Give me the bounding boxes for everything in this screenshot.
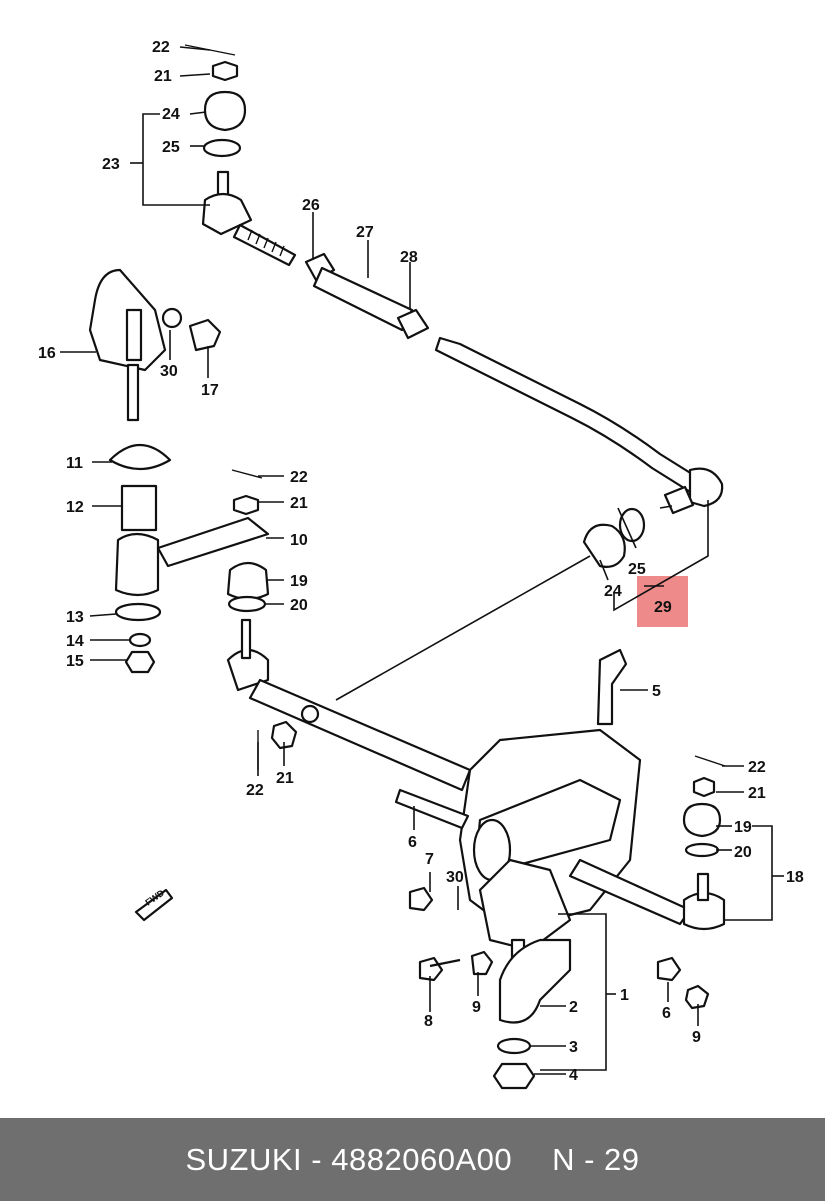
callout-labels: 22 21 24 25 23 26 27 28 16 30 17 11 12 2… bbox=[38, 39, 804, 1084]
tie-rod-end-upper bbox=[184, 44, 297, 267]
callout-30: 30 bbox=[446, 869, 464, 886]
footer-bar: SUZUKI - 4882060A00 N - 29 bbox=[0, 1118, 825, 1201]
idler-arm-assembly bbox=[108, 444, 270, 674]
leader-line-relay bbox=[335, 555, 591, 701]
separator: - bbox=[311, 1141, 323, 1177]
callout-27: 27 bbox=[356, 224, 374, 241]
fwd-arrow-icon: FWD bbox=[134, 887, 174, 922]
callout-22: 22 bbox=[290, 469, 308, 486]
callout-3: 3 bbox=[569, 1039, 578, 1056]
tie-rod-adjuster bbox=[304, 252, 430, 340]
callout-2: 2 bbox=[569, 999, 578, 1016]
callout-14: 14 bbox=[66, 633, 84, 650]
callout-24: 24 bbox=[604, 583, 622, 600]
callout-15: 15 bbox=[66, 653, 84, 670]
callout-28: 28 bbox=[400, 249, 418, 266]
callout-4: 4 bbox=[569, 1067, 578, 1084]
callout-9: 9 bbox=[472, 999, 481, 1016]
callout-19: 19 bbox=[290, 573, 308, 590]
callout-18: 18 bbox=[786, 869, 804, 886]
leader-lines bbox=[60, 46, 784, 1075]
center-link bbox=[434, 336, 724, 515]
callout-20: 20 bbox=[734, 844, 752, 861]
steering-gear-box bbox=[394, 648, 642, 982]
callout-25: 25 bbox=[162, 139, 180, 156]
callout-5: 5 bbox=[652, 683, 661, 700]
drag-link-right bbox=[568, 755, 726, 1010]
callout-6: 6 bbox=[662, 1005, 671, 1022]
callout-1: 1 bbox=[620, 987, 629, 1004]
callout-21: 21 bbox=[748, 785, 766, 802]
diagram-ref: N - 29 bbox=[552, 1141, 640, 1177]
callout-22: 22 bbox=[748, 759, 766, 776]
pitman-arm-assembly bbox=[470, 938, 572, 1090]
callout-22: 22 bbox=[246, 782, 264, 799]
boot-ring-right bbox=[582, 507, 646, 568]
brand-name: SUZUKI bbox=[185, 1141, 303, 1177]
callout-23: 23 bbox=[102, 156, 120, 173]
callout-7: 7 bbox=[425, 851, 434, 868]
callout-8: 8 bbox=[424, 1013, 433, 1030]
callout-20: 20 bbox=[290, 597, 308, 614]
highlight-box bbox=[637, 576, 688, 627]
callout-21: 21 bbox=[154, 68, 172, 85]
callout-13: 13 bbox=[66, 609, 84, 626]
callout-19: 19 bbox=[734, 819, 752, 836]
callout-26: 26 bbox=[302, 197, 320, 214]
relay-rod bbox=[226, 618, 472, 792]
callout-16: 16 bbox=[38, 345, 56, 362]
callout-21: 21 bbox=[290, 495, 308, 512]
parts-diagram: FWD bbox=[38, 39, 804, 1090]
callout-22: 22 bbox=[152, 39, 170, 56]
callout-21: 21 bbox=[276, 770, 294, 787]
callout-30: 30 bbox=[160, 363, 178, 380]
callout-17: 17 bbox=[201, 382, 219, 399]
callout-11: 11 bbox=[66, 455, 83, 472]
part-number: 4882060A00 bbox=[331, 1141, 513, 1177]
callout-12: 12 bbox=[66, 499, 84, 516]
callout-29: 29 bbox=[654, 599, 672, 616]
callout-25: 25 bbox=[628, 561, 646, 578]
callout-24: 24 bbox=[162, 106, 180, 123]
callout-6: 6 bbox=[408, 834, 417, 851]
idler-bracket bbox=[88, 268, 222, 422]
callout-9: 9 bbox=[692, 1029, 701, 1046]
callout-10: 10 bbox=[290, 532, 308, 549]
